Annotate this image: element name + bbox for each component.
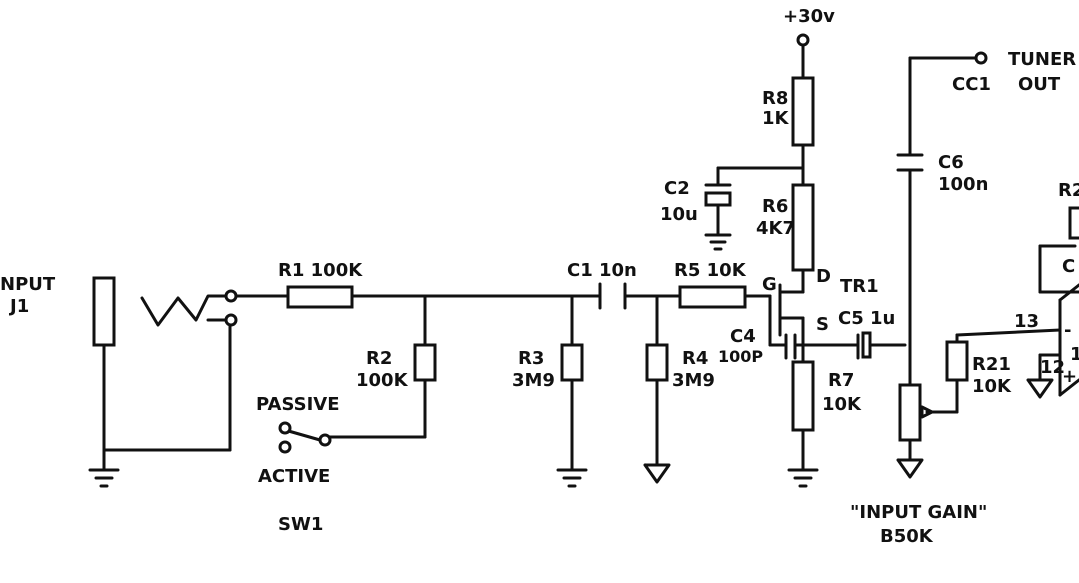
components: [92, 33, 1079, 454]
r7-name-label: R7: [828, 370, 854, 391]
r7-value-label: 10K: [822, 394, 862, 415]
c1-label: C1 10n: [567, 260, 637, 281]
resistor-r8: [791, 76, 815, 147]
r8-value-label: 1K: [762, 108, 790, 129]
r4-name-label: R4: [682, 348, 708, 369]
j1-jack: [92, 276, 116, 347]
tuner-out-terminal: [974, 51, 988, 65]
resistor-partial-right: [1068, 206, 1079, 240]
c6-value-label: 100n: [938, 174, 988, 195]
c6-name-label: C6: [938, 152, 964, 173]
opamp-pin1-label: 1: [1070, 344, 1079, 365]
pin13-label: 13: [1014, 311, 1039, 332]
resistor-r5: [678, 285, 747, 309]
r3-name-label: R3: [518, 348, 544, 369]
drain-label: D: [816, 266, 831, 287]
ground-icon: [88, 468, 120, 488]
r21-value-label: 10K: [972, 376, 1012, 397]
wires: [102, 43, 1079, 472]
gate-label: G: [762, 274, 777, 295]
r2-name-label: R2: [366, 348, 392, 369]
opamp-plus-label: +: [1062, 366, 1077, 387]
supply-label: +30v: [783, 6, 835, 27]
ground-triangle-icon: [896, 458, 924, 479]
c-partial-label: C: [1062, 256, 1075, 277]
r1-label: R1 100K: [278, 260, 363, 281]
switch-contact-passive: [278, 421, 292, 435]
capacitor-c2: [704, 191, 732, 207]
sw1-label: SW1: [278, 514, 323, 535]
labels: +30v NPUT J1 R1 100K R2 100K PASSIVE ACT…: [0, 6, 1079, 547]
resistor-r6: [791, 183, 815, 272]
r21-name-label: R21: [972, 354, 1011, 375]
passive-label: PASSIVE: [256, 394, 340, 415]
resistor-r3: [560, 343, 584, 382]
switch-contact-common: [318, 433, 332, 447]
cc1-label: CC1: [952, 74, 991, 95]
ground-triangle-icon: [1026, 378, 1054, 399]
ground-icon: [556, 468, 588, 488]
r6-value-label: 4K7: [756, 218, 795, 239]
input-label: NPUT: [0, 274, 56, 295]
c4-name-label: C4: [730, 326, 756, 347]
input-gain-label: "INPUT GAIN": [850, 502, 987, 523]
resistor-r4: [645, 343, 669, 382]
tuner-label: TUNER: [1008, 49, 1076, 70]
grounds: [88, 233, 1054, 488]
resistor-r7: [791, 360, 815, 432]
b50k-label: B50K: [880, 526, 934, 547]
c2-name-label: C2: [664, 178, 690, 199]
active-label: ACTIVE: [258, 466, 330, 487]
opamp-minus-label: -: [1064, 320, 1071, 341]
tr1-label: TR1: [840, 276, 879, 297]
c5-label: C5 1u: [838, 308, 895, 329]
switch-contact-active: [278, 440, 292, 454]
out-label: OUT: [1018, 74, 1061, 95]
resistor-r1: [286, 285, 354, 309]
c4-value-label: 100P: [718, 347, 763, 366]
r2-value-label: 100K: [356, 370, 409, 391]
source-label: S: [816, 314, 829, 335]
r2x-label: R2: [1058, 180, 1079, 201]
pin12-label: 12: [1040, 357, 1065, 378]
r8-name-label: R8: [762, 88, 788, 109]
resistor-r21: [945, 340, 969, 382]
c2-value-label: 10u: [660, 204, 698, 225]
ground-triangle-icon: [643, 463, 671, 484]
jack-contact-tip: [224, 289, 238, 303]
jack-contact-switch: [224, 313, 238, 327]
ground-icon: [704, 233, 732, 251]
supply-terminal: [796, 33, 810, 47]
r4-value-label: 3M9: [672, 370, 715, 391]
r3-value-label: 3M9: [512, 370, 555, 391]
j1-label: J1: [8, 296, 29, 317]
r5-label: R5 10K: [674, 260, 747, 281]
resistor-r2: [413, 343, 437, 382]
potentiometer-input-gain: [898, 383, 922, 442]
r6-name-label: R6: [762, 196, 788, 217]
capacitor-c5: [861, 331, 872, 359]
ground-icon: [787, 468, 819, 488]
